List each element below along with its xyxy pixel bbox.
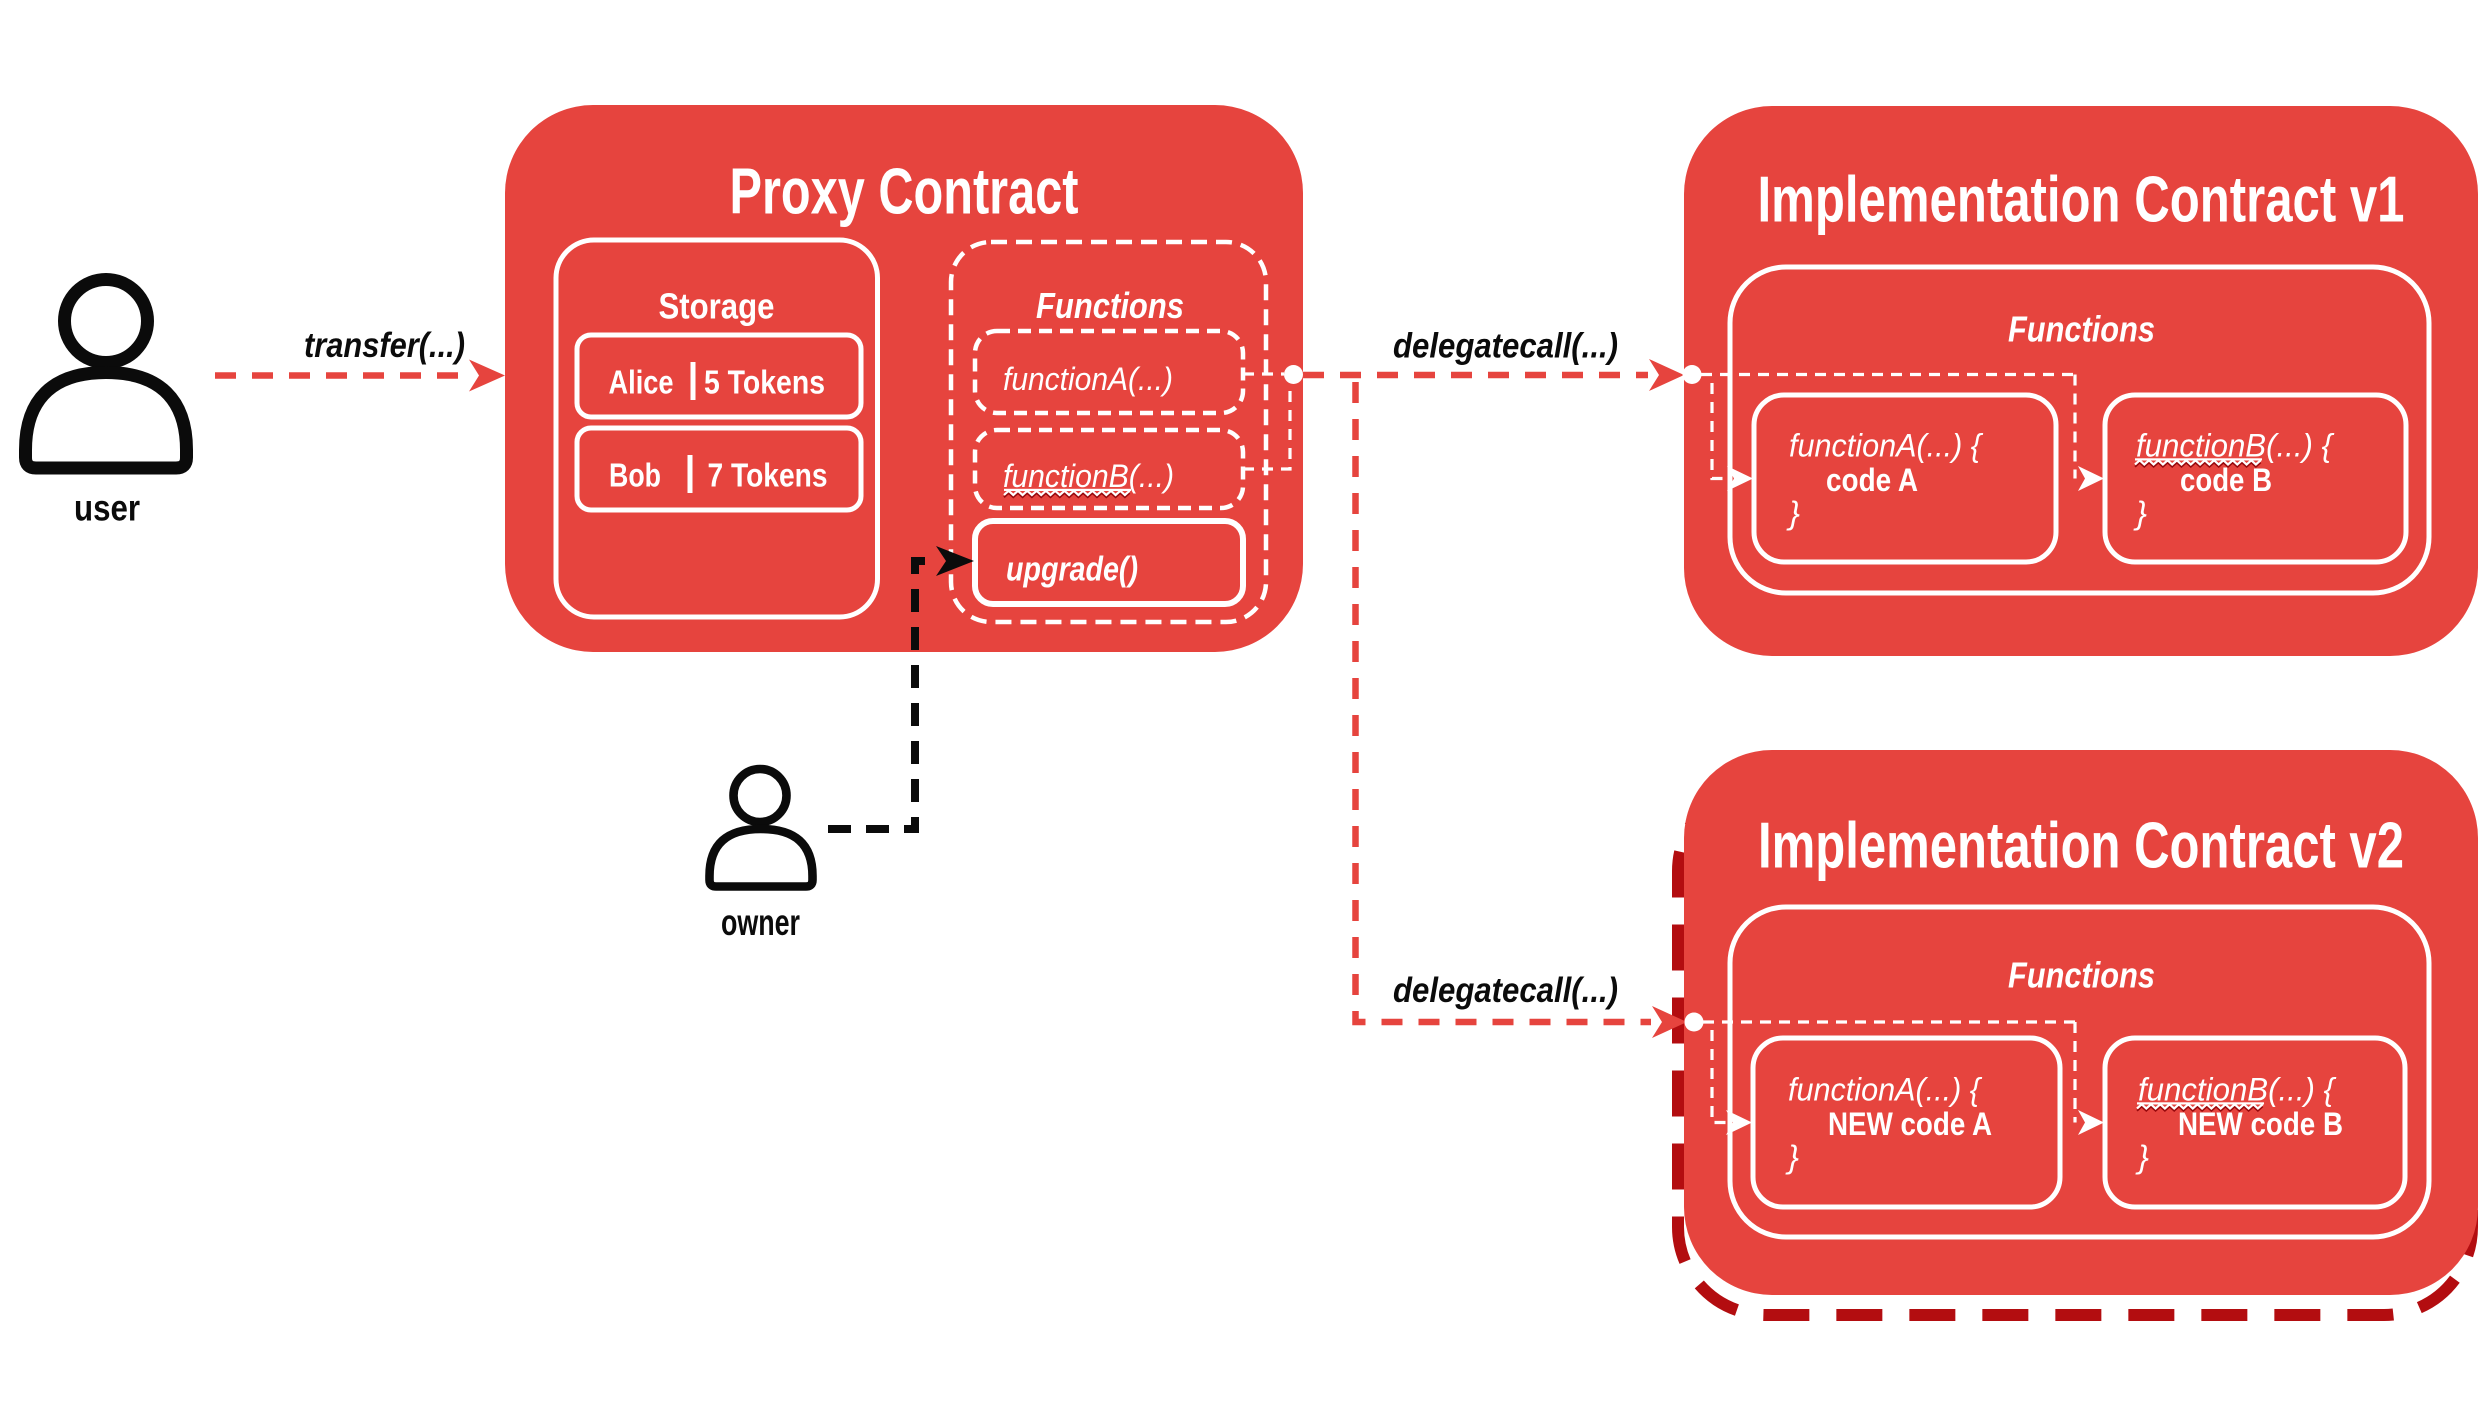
svg-text:Implementation Contract v1: Implementation Contract v1 xyxy=(1758,163,2405,236)
svg-text:functionB(...): functionB(...) xyxy=(1003,458,1174,494)
svg-text:Functions: Functions xyxy=(1036,285,1184,326)
svg-text:owner: owner xyxy=(721,902,800,943)
svg-text:Proxy Contract: Proxy Contract xyxy=(730,155,1079,228)
svg-text:user: user xyxy=(74,488,140,529)
svg-text:5 Tokens: 5 Tokens xyxy=(704,364,825,401)
svg-text:functionA(...): functionA(...) xyxy=(1003,361,1173,397)
svg-text:upgrade(): upgrade() xyxy=(1006,551,1138,589)
svg-text:functionA(...) {: functionA(...) { xyxy=(1788,1072,1983,1108)
svg-text:}: } xyxy=(2133,495,2147,531)
svg-text:functionB(...) {: functionB(...) { xyxy=(2136,428,2335,464)
svg-text:Alice: Alice xyxy=(609,364,674,401)
svg-text:delegatecall(...): delegatecall(...) xyxy=(1393,971,1618,1010)
svg-text:code A: code A xyxy=(1826,462,1918,498)
svg-text:}: } xyxy=(2135,1139,2149,1175)
svg-text:transfer(...): transfer(...) xyxy=(304,326,465,365)
svg-text:Storage: Storage xyxy=(659,285,775,326)
svg-text:NEW code B: NEW code B xyxy=(2178,1106,2343,1142)
svg-text:functionA(...) {: functionA(...) { xyxy=(1789,428,1984,464)
svg-text:Implementation Contract v2: Implementation Contract v2 xyxy=(1758,809,2404,882)
svg-text:}: } xyxy=(1786,495,1800,531)
svg-text:delegatecall(...): delegatecall(...) xyxy=(1393,327,1618,366)
svg-text:functionB(...) {: functionB(...) { xyxy=(2138,1072,2337,1108)
svg-text:Functions: Functions xyxy=(2008,309,2155,350)
svg-text:Bob: Bob xyxy=(609,457,661,494)
svg-text:NEW code A: NEW code A xyxy=(1828,1106,1992,1142)
svg-text:code B: code B xyxy=(2180,462,2272,498)
svg-text:7 Tokens: 7 Tokens xyxy=(708,457,828,494)
svg-text:}: } xyxy=(1785,1139,1799,1175)
svg-text:Functions: Functions xyxy=(2008,955,2155,996)
